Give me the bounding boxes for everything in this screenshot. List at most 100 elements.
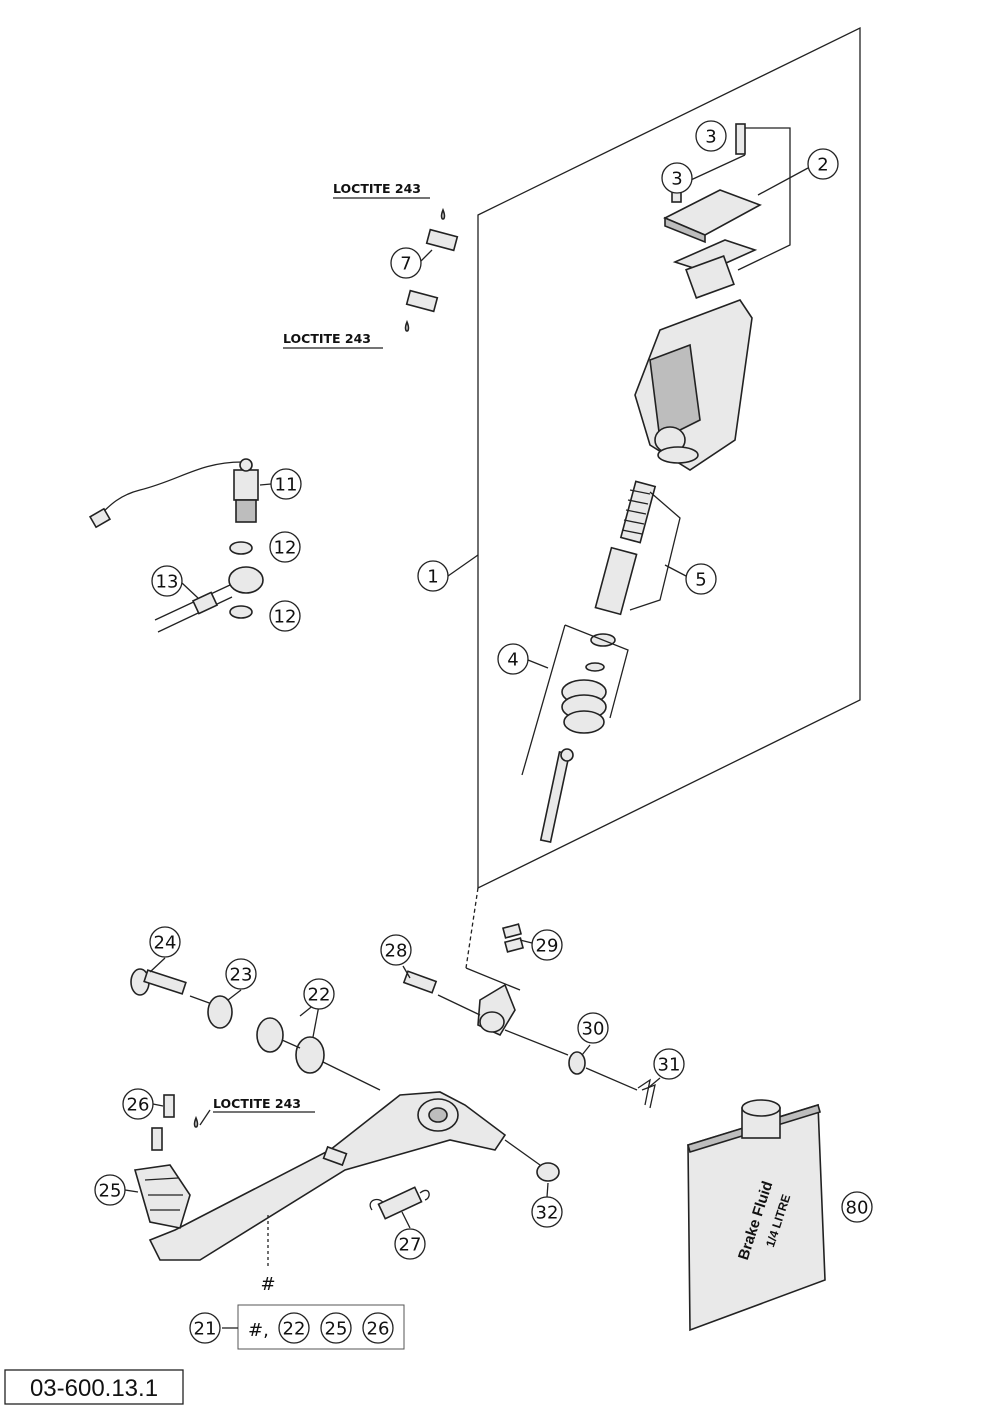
callout-leader — [181, 582, 199, 599]
callout-circle — [841, 1191, 873, 1223]
kit-item-26: 26 — [362, 1312, 394, 1344]
callout-circle — [380, 934, 412, 966]
callout-3: 3 — [661, 162, 693, 194]
callout-2: 2 — [807, 148, 839, 180]
callout-number: 30 — [582, 1019, 605, 1040]
callout-number: 29 — [536, 936, 559, 957]
callout-32: 32 — [531, 1196, 563, 1228]
callout-number: 12 — [274, 538, 297, 559]
pedal-hash: # — [260, 1274, 275, 1295]
callout-leader — [149, 957, 166, 973]
callout-circle — [417, 560, 449, 592]
return-spring-part — [369, 1186, 430, 1220]
loctite-label: LOCTITE 243 — [283, 331, 383, 349]
callout-29: 29 — [531, 929, 563, 961]
svg-text:LOCTITE 243: LOCTITE 243 — [213, 1096, 301, 1111]
loctite-drop-icon — [193, 1115, 199, 1128]
loctite-label: LOCTITE 243 — [213, 1096, 315, 1113]
callout-leader — [419, 249, 433, 263]
clevis-part — [477, 983, 516, 1037]
callout-80: 80 — [841, 1191, 873, 1223]
callout-number: 3 — [705, 127, 716, 148]
leader — [189, 995, 213, 1005]
reservoir-cover-part — [663, 189, 762, 299]
callout-number: 24 — [154, 933, 177, 954]
callout-26: 26 — [122, 1088, 154, 1120]
callout-4: 4 — [497, 643, 529, 675]
callout-27: 27 — [394, 1228, 426, 1260]
callout-circle — [394, 1228, 426, 1260]
callout-circle — [122, 1088, 154, 1120]
screw-part — [151, 1094, 175, 1151]
kit-item-number: 22 — [283, 1319, 306, 1340]
callout-circle — [685, 563, 717, 595]
brake-light-switch-part — [88, 458, 259, 529]
callout-circle — [303, 978, 335, 1010]
callout-number: 21 — [194, 1319, 217, 1340]
callout-23: 23 — [225, 958, 257, 990]
push-rod-part — [539, 748, 574, 844]
loctite-drop-icon — [440, 207, 446, 220]
callout-circle — [807, 148, 839, 180]
drawing-number: 03-600.13.1 — [30, 1375, 158, 1402]
assembly-plane — [477, 26, 861, 890]
callout-7: 7 — [390, 247, 422, 279]
callout-leader — [647, 1077, 661, 1089]
callout-circle — [497, 643, 529, 675]
callout-leader — [447, 554, 479, 577]
callout-leader — [402, 965, 411, 979]
kit-item-circle — [362, 1312, 394, 1344]
pedal-step-part — [133, 1164, 191, 1229]
callout-leader — [581, 1044, 591, 1056]
callout-31: 31 — [653, 1048, 685, 1080]
nut-part — [536, 1162, 560, 1182]
callout-24: 24 — [149, 926, 181, 958]
callout-number: 25 — [99, 1181, 122, 1202]
svg-text:LOCTITE 243: LOCTITE 243 — [283, 331, 371, 346]
callout-number: 22 — [308, 985, 331, 1006]
callout-12: 12 — [269, 531, 301, 563]
callout-number: 5 — [695, 570, 706, 591]
kit-item-circle — [320, 1312, 352, 1344]
leader — [199, 1109, 211, 1126]
callout-number: 31 — [658, 1055, 681, 1076]
kit-item-number: 26 — [367, 1319, 390, 1340]
leader — [504, 1029, 569, 1056]
brake-hose-part — [154, 566, 264, 633]
kit-item-22: 22 — [278, 1312, 310, 1344]
kit-items: 22 25 26 — [278, 1312, 394, 1344]
callout-11: 11 — [270, 468, 302, 500]
leader — [437, 994, 481, 1016]
loctite-drop-icon — [404, 319, 410, 332]
leader — [322, 1061, 381, 1091]
callout-circle — [577, 1012, 609, 1044]
callout-circle — [151, 565, 183, 597]
callout-leader — [227, 989, 242, 1001]
kit-hash: #, — [248, 1320, 269, 1341]
callout-circle — [695, 120, 727, 152]
callout-number: 3 — [671, 169, 682, 190]
callout-number: 2 — [817, 155, 828, 176]
callout-number: 32 — [536, 1203, 559, 1224]
callout-leader — [527, 659, 549, 669]
callout-number: 1 — [427, 567, 438, 588]
callout-leader — [757, 167, 809, 196]
bushing-part — [256, 1017, 284, 1053]
nut-part — [501, 923, 525, 953]
washer-part — [207, 995, 233, 1029]
brake-pedal-part — [148, 1091, 507, 1261]
callout-circle — [653, 1048, 685, 1080]
kit-item-circle — [278, 1312, 310, 1344]
kit-item-25: 25 — [320, 1312, 352, 1344]
leader — [585, 1067, 638, 1091]
callout-leader — [519, 939, 533, 944]
seal-part — [561, 633, 616, 734]
callout-number: 4 — [507, 650, 518, 671]
callout-circle — [189, 1312, 221, 1344]
callout-leader — [664, 564, 687, 577]
callout-number: 26 — [127, 1095, 150, 1116]
callout-30: 30 — [577, 1012, 609, 1044]
callout-circle — [270, 468, 302, 500]
callout-circle — [531, 1196, 563, 1228]
bracket — [737, 127, 791, 271]
